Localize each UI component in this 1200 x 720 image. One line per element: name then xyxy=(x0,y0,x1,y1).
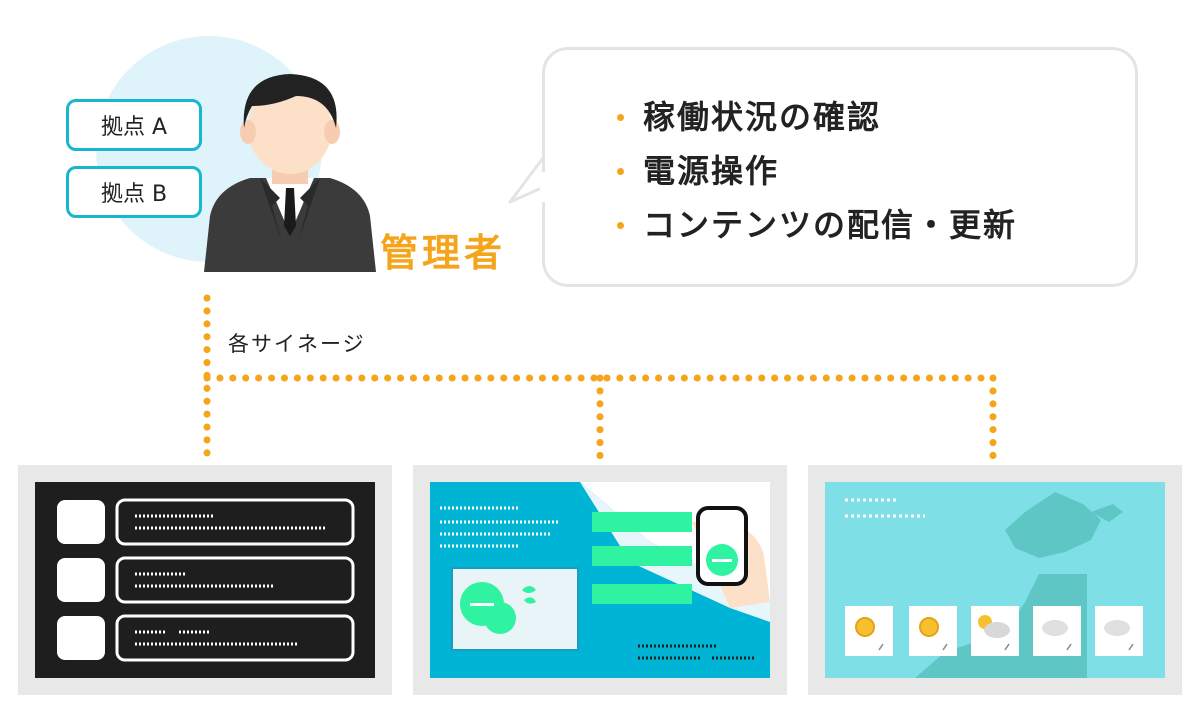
bullet-dot xyxy=(617,168,624,175)
operation-item: 電源操作 xyxy=(617,144,1017,198)
signage-screen-list-content xyxy=(35,482,375,678)
bullet-dot xyxy=(617,114,624,121)
sun-icon xyxy=(919,617,939,637)
manager-person-icon xyxy=(204,74,376,272)
location-a-label: 拠点 A xyxy=(100,115,168,140)
operations-list: 稼働状況の確認 電源操作 コンテンツの配信・更新 xyxy=(617,90,1017,252)
bubble-tail-join xyxy=(540,172,546,202)
location-b-label: 拠点 B xyxy=(100,182,168,207)
cloud-icon xyxy=(1042,620,1068,636)
bubble-tail xyxy=(508,153,548,204)
signage-screen-promo-content xyxy=(430,482,770,678)
location-a-button[interactable]: 拠点 A xyxy=(66,99,202,151)
signage-screen-weather-content xyxy=(825,482,1165,678)
operations-speech-bubble: 稼働状況の確認 電源操作 コンテンツの配信・更新 xyxy=(542,47,1138,287)
sun-icon xyxy=(855,617,875,637)
location-b-button[interactable]: 拠点 B xyxy=(66,166,202,218)
partly-cloudy-icon xyxy=(978,615,1010,638)
bullet-dot xyxy=(617,222,624,229)
cloud-icon xyxy=(1104,620,1130,636)
connection-label: 各サイネージ xyxy=(228,332,366,356)
operation-item-label: 電源操作 xyxy=(643,152,780,190)
admin-label: 管理者 xyxy=(380,231,507,275)
operation-item: 稼働状況の確認 xyxy=(617,90,1017,144)
operation-item-label: 稼働状況の確認 xyxy=(643,98,882,136)
operation-item-label: コンテンツの配信・更新 xyxy=(643,206,1018,244)
operation-item: コンテンツの配信・更新 xyxy=(617,198,1017,252)
